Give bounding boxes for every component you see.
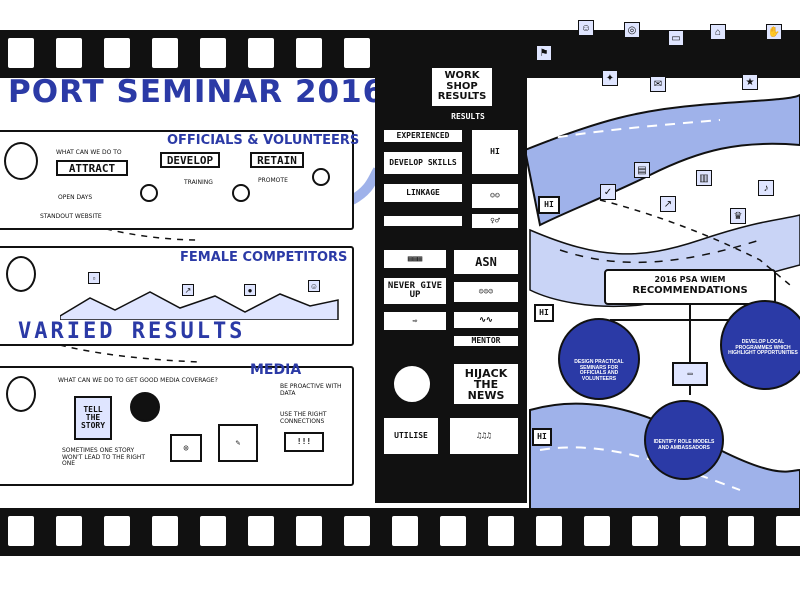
recommendation-1: DESIGN PRACTICAL SEMINARS FOR OFFICIALS …: [574, 359, 624, 382]
recommendations-title-line1: 2016 PSA WIEM: [654, 275, 726, 284]
develop-label: DEVELOP: [160, 152, 220, 168]
officials-note-open-days: OPEN DAYS: [58, 194, 93, 201]
rocket-icon: ↗: [660, 196, 676, 212]
workshop-tag: [382, 214, 464, 228]
workshop-item-utilise: UTILISE: [382, 416, 440, 456]
media-heading: MEDIA: [250, 362, 302, 378]
volunteer-figure-3: [312, 168, 330, 186]
film-strip-top: [0, 30, 800, 78]
workshop-item-asn: ASN: [452, 248, 520, 276]
flag-icon: ⚑: [536, 45, 552, 61]
envelope-icon: ✉: [650, 76, 666, 92]
hi-sign-1: HI: [538, 196, 560, 214]
recommendation-3: IDENTIFY ROLE MODELS AND AMBASSADORS: [653, 439, 715, 451]
volunteer-figure-2: [232, 184, 250, 202]
media-note-data: BE PROACTIVE WITH DATA: [280, 383, 342, 397]
volunteer-figure-1: [140, 184, 158, 202]
workshop-sketch-crowd: ♫♫♫: [448, 416, 520, 456]
workshop-subtitle: RESULTS: [451, 112, 485, 121]
media-panel: [0, 366, 354, 486]
newspaper-sketch: TELL THE STORY: [74, 396, 112, 440]
recommendation-circle-2: [720, 300, 800, 390]
officials-heading: OFFICIALS & VOLUNTEERS: [167, 133, 360, 148]
female-heading: FEMALE COMPETITORS: [180, 250, 348, 265]
car-icon: ▤: [634, 162, 650, 178]
officials-note-website: STANDOUT WEBSITE: [40, 213, 102, 220]
recommendation-circle-1: [558, 318, 640, 400]
washing-machine-sketch: ◎: [170, 434, 202, 462]
media-note-story: SOMETIMES ONE STORY WON'T LEAD TO THE RI…: [62, 447, 146, 468]
varied-results-label: VARIED RESULTS: [18, 319, 246, 344]
trophy-icon: ♛: [730, 208, 746, 224]
workshop-item-hijack: HIJACK THE NEWS: [452, 362, 520, 406]
people-icon: ☺: [578, 20, 594, 36]
workshop-item-experienced: EXPERIENCED: [382, 128, 464, 144]
officials-note-promote: PROMOTE: [258, 177, 288, 184]
workshop-item-develop-skills: DEVELOP SKILLS: [382, 150, 464, 176]
workshop-title: WORK SHOP RESULTS: [432, 68, 492, 106]
competitor-avatar: [6, 256, 36, 292]
media-question: WHAT CAN WE DO TO GET GOOD MEDIA COVERAG…: [58, 377, 218, 384]
workshop-figure: ☺☺: [470, 182, 520, 210]
medal-icon: ●: [244, 284, 256, 296]
workshop-sketch-arrow: ⇨: [382, 310, 448, 332]
signpost-icon: ▫: [88, 272, 100, 284]
recommendations-banner: 2016 PSA WIEM RECOMMENDATIONS: [604, 269, 776, 305]
megaphone-icon: ✦: [602, 70, 618, 86]
workshop-item-never-give-up: NEVER GIVE UP: [382, 276, 448, 306]
mountain-sketch: [60, 291, 339, 320]
speech-bubble: !!!: [284, 432, 324, 452]
media-speaker-avatar: [6, 376, 36, 412]
female-panel: [0, 246, 354, 346]
vehicle-sketch: ▭: [672, 362, 708, 386]
film-strip-bottom: [0, 508, 800, 556]
hands-icon: ✋: [766, 24, 782, 40]
workshop-item-hi: HI: [470, 128, 520, 176]
target-icon: ◎: [624, 22, 640, 38]
page-title: PORT SEMINAR 2016: [8, 74, 386, 110]
globe-sketch: [392, 364, 432, 404]
house-icon: ⌂: [710, 24, 726, 40]
whistle-icon: ♪: [758, 180, 774, 196]
laptop-icon: ▭: [668, 30, 684, 46]
star-icon: ★: [742, 74, 758, 90]
workshop-strip: ▦▦▦: [382, 248, 448, 270]
media-note-connections: USE THE RIGHT CONNECTIONS: [280, 411, 327, 425]
workshop-sketch-wave: ∿∿: [452, 310, 520, 330]
recommendation-circle-3: [644, 400, 724, 480]
runner-icon: ↗: [182, 284, 194, 296]
hi-sign-3: HI: [532, 428, 552, 446]
crowd-icon: ☺: [308, 280, 320, 292]
workshop-sketch-people: ☺☺☺: [452, 280, 520, 304]
attract-label: ATTRACT: [56, 160, 128, 176]
recommendation-2: DEVELOP LOCAL PROGRAMMES WHICH HIGHLIGHT…: [728, 339, 798, 356]
workshop-item-linkage: LINKAGE: [382, 182, 464, 204]
hi-sign-2: HI: [534, 304, 554, 322]
chart-icon: ▥: [696, 170, 712, 186]
officials-note-training: TRAINING: [184, 179, 213, 186]
workshop-item-mentor: MENTOR: [452, 334, 520, 348]
person-avatar: [4, 142, 38, 180]
gender-icons: ♀♂: [470, 212, 520, 230]
officials-question: WHAT CAN WE DO TO: [56, 149, 122, 156]
recommendations-title-line2: RECOMMENDATIONS: [632, 285, 748, 296]
checkmark-icon: ✓: [600, 184, 616, 200]
reporter-sketch: ✎: [218, 424, 258, 462]
film-reel-icon: [130, 392, 160, 422]
retain-label: RETAIN: [250, 152, 304, 168]
officials-panel: [0, 130, 354, 230]
